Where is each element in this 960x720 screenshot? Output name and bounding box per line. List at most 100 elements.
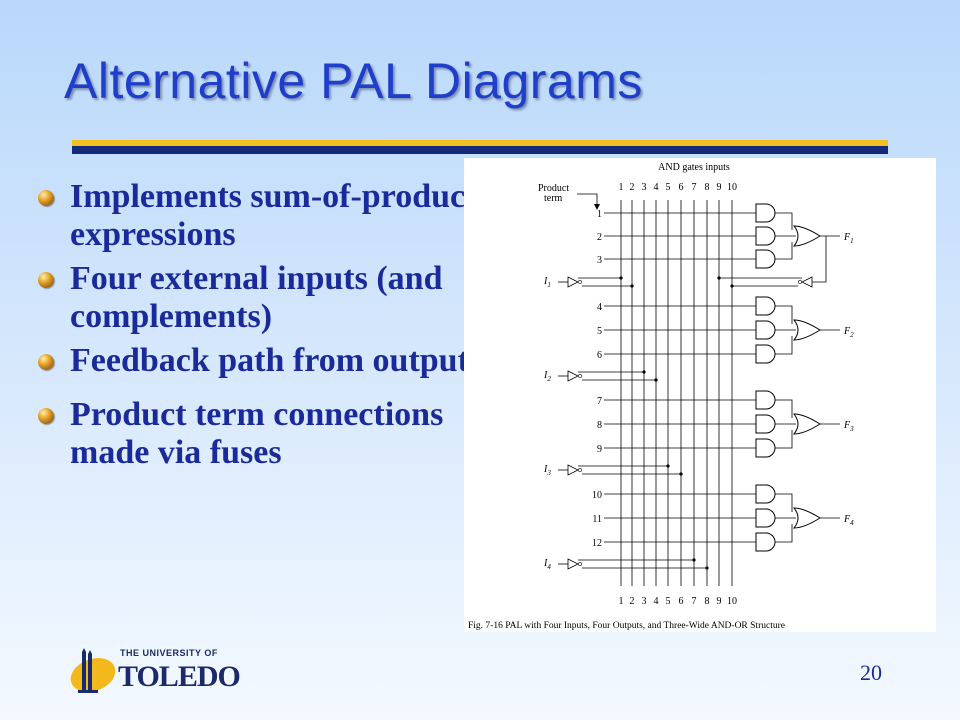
university-logo: THE UNIVERSITY OF TOLEDO — [68, 646, 241, 696]
and-gate-icon — [755, 296, 776, 316]
product-term-label: Product — [538, 183, 569, 194]
and-to-or-wire — [775, 524, 793, 543]
and-gate-icon — [755, 532, 776, 552]
product-term-number: 7 — [597, 396, 602, 407]
slide-title: Alternative PAL Diagrams — [64, 53, 643, 109]
input-label: I3 — [543, 464, 551, 477]
page-number: 20 — [860, 660, 882, 685]
column-number-bottom: 7 — [692, 596, 697, 607]
pal-diagram-svg: AND gates inputsProductterm1122334455667… — [468, 162, 854, 631]
and-gate-icon — [755, 484, 776, 504]
connection-dot — [654, 378, 658, 382]
figure-caption: Fig. 7-16 PAL with Four Inputs, Four Out… — [468, 621, 785, 631]
or-gate-icon — [792, 225, 821, 247]
connection-dot — [630, 284, 634, 288]
and-to-or-wire — [775, 336, 793, 355]
and-gate-icon — [755, 203, 776, 223]
column-number-bottom: 4 — [654, 596, 659, 607]
product-term-arrowhead — [594, 204, 600, 210]
product-term-label: term — [544, 193, 563, 204]
bullet-dot-icon — [38, 190, 54, 206]
and-gate-icon — [755, 414, 776, 434]
figure-header: AND gates inputs — [658, 162, 730, 173]
output-label: F2 — [843, 326, 854, 339]
column-number-bottom: 6 — [679, 596, 684, 607]
product-term-number: 8 — [597, 420, 602, 431]
and-gate-icon — [755, 320, 776, 340]
title-divider — [72, 140, 888, 154]
or-gate-icon — [792, 413, 821, 435]
column-number-top: 10 — [727, 182, 737, 193]
bullet-text: Feedback path from output F — [70, 342, 499, 379]
input-label: I1 — [543, 276, 551, 289]
input-buffer-icon — [567, 464, 579, 476]
input-label: I2 — [543, 370, 551, 383]
bullet-item: Product term connections made via fuses — [38, 396, 518, 472]
bullet-item: Feedback path from output F1 — [38, 342, 518, 390]
product-term-number: 12 — [592, 538, 602, 549]
connection-dot — [642, 370, 646, 374]
product-term-number: 6 — [597, 350, 602, 361]
bullet-item: Implements sum-of-products expressions — [38, 178, 518, 254]
inverter-bubble-icon — [798, 280, 802, 284]
and-gate-icon — [755, 249, 776, 269]
product-term-number: 3 — [597, 255, 602, 266]
and-to-or-wire — [775, 305, 793, 324]
column-number-top: 2 — [630, 182, 635, 193]
bullet-list: Implements sum-of-products expressions F… — [38, 178, 518, 478]
and-to-or-wire — [775, 399, 793, 418]
column-number-bottom: 2 — [630, 596, 635, 607]
column-number-bottom: 9 — [717, 596, 722, 607]
connection-dot — [717, 276, 721, 280]
logo-big-text: TOLEDO — [118, 660, 241, 693]
inverter-bubble-icon — [578, 562, 582, 566]
connection-dot — [705, 566, 709, 570]
column-number-bottom: 10 — [727, 596, 737, 607]
and-gate-icon — [755, 438, 776, 458]
logo-small-text: THE UNIVERSITY OF — [120, 648, 218, 658]
and-gate-icon — [755, 344, 776, 364]
input-buffer-icon — [567, 558, 579, 570]
output-label: F1 — [843, 232, 854, 245]
bullet-text: Implements sum-of-products expressions — [70, 178, 490, 253]
product-term-number: 4 — [597, 302, 602, 313]
product-term-number: 9 — [597, 444, 602, 455]
inverter-bubble-icon — [578, 280, 582, 284]
column-number-top: 5 — [666, 182, 671, 193]
and-to-or-wire — [775, 242, 793, 260]
title-divider-navy — [72, 146, 888, 154]
column-number-top: 6 — [679, 182, 684, 193]
feedback-wire — [812, 236, 827, 283]
column-number-top: 8 — [705, 182, 710, 193]
and-gate-icon — [755, 508, 776, 528]
bullet-item: Four external inputs (and complements) — [38, 260, 518, 336]
column-number-bottom: 1 — [619, 596, 624, 607]
tower-logo-icon — [70, 648, 116, 693]
bullet-dot-icon — [38, 407, 54, 424]
bullet-dot-icon — [38, 354, 54, 370]
product-term-number: 10 — [592, 490, 602, 501]
connection-dot — [730, 284, 734, 288]
inverter-bubble-icon — [578, 374, 582, 378]
product-term-number: 1 — [597, 209, 602, 220]
column-number-top: 4 — [654, 182, 659, 193]
column-number-top: 7 — [692, 182, 697, 193]
column-number-top: 3 — [642, 182, 647, 193]
column-number-bottom: 3 — [642, 596, 647, 607]
product-term-number: 11 — [592, 514, 602, 525]
column-number-bottom: 8 — [705, 596, 710, 607]
output-label: F4 — [843, 514, 854, 527]
bullet-text: Four external inputs (and complements) — [70, 260, 443, 335]
bullet-text: Product term connections made via fuses — [70, 395, 444, 471]
and-to-or-wire — [775, 493, 793, 512]
input-buffer-icon — [567, 370, 579, 382]
column-number-top: 1 — [619, 182, 624, 193]
inverter-bubble-icon — [578, 468, 582, 472]
and-gate-icon — [755, 390, 776, 410]
bullet-dot-icon — [38, 272, 54, 288]
or-gate-icon — [792, 507, 821, 529]
or-gate-icon — [792, 319, 821, 341]
feedback-buffer-icon — [801, 276, 813, 288]
connection-dot — [619, 276, 623, 280]
